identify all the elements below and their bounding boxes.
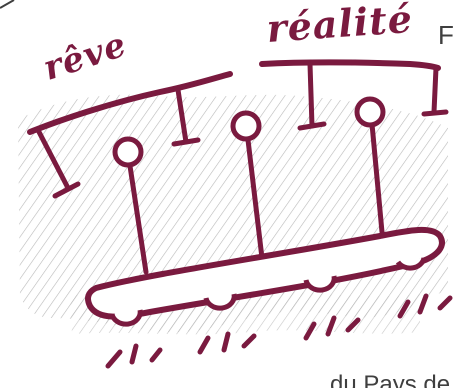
reality-word: réalité: [265, 0, 414, 48]
cropped-text-top: F: [438, 22, 454, 48]
reality-bar: [262, 63, 438, 69]
cropped-text-bottom: du Pays de: [330, 373, 450, 388]
corner-stroke: [0, 0, 14, 8]
